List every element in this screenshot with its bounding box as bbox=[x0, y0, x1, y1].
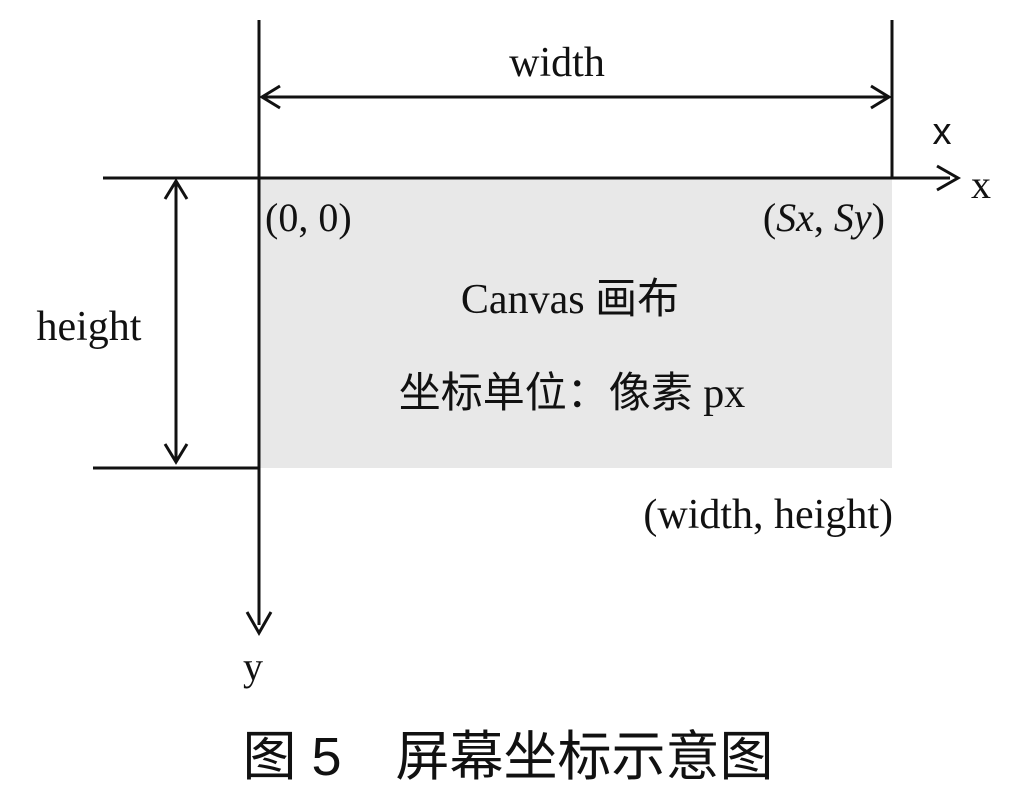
corner-open-paren: ( bbox=[763, 195, 776, 240]
width-arrowhead-right bbox=[870, 84, 892, 110]
canvas-unit-label: 坐标单位：像素 px bbox=[399, 370, 746, 417]
canvas-title: Canvas 画布 bbox=[461, 277, 679, 323]
origin-label: (0, 0) bbox=[265, 195, 352, 240]
corner-sy: Sy bbox=[834, 195, 872, 240]
corner-close-paren: ) bbox=[872, 195, 885, 240]
x-axis-arrowhead bbox=[936, 164, 962, 192]
width-arrowhead-left bbox=[259, 84, 281, 110]
corner-label: (Sx, Sy) bbox=[763, 195, 885, 240]
height-label: height bbox=[37, 304, 142, 350]
y-axis-label: y bbox=[243, 644, 263, 689]
bottom-right-label: (width, height) bbox=[643, 492, 893, 538]
height-arrowhead-bottom bbox=[163, 443, 189, 465]
corner-sx: Sx bbox=[776, 195, 814, 240]
corner-comma: , bbox=[814, 195, 834, 240]
x-axis-label: x bbox=[971, 162, 991, 207]
canvas-area bbox=[259, 179, 892, 468]
x-label-top: x bbox=[933, 111, 952, 153]
height-arrowhead-top bbox=[163, 178, 189, 200]
width-label: width bbox=[509, 40, 605, 86]
figure-caption: 图 5 屏幕坐标示意图 bbox=[242, 727, 773, 787]
y-axis-arrowhead bbox=[245, 611, 273, 637]
